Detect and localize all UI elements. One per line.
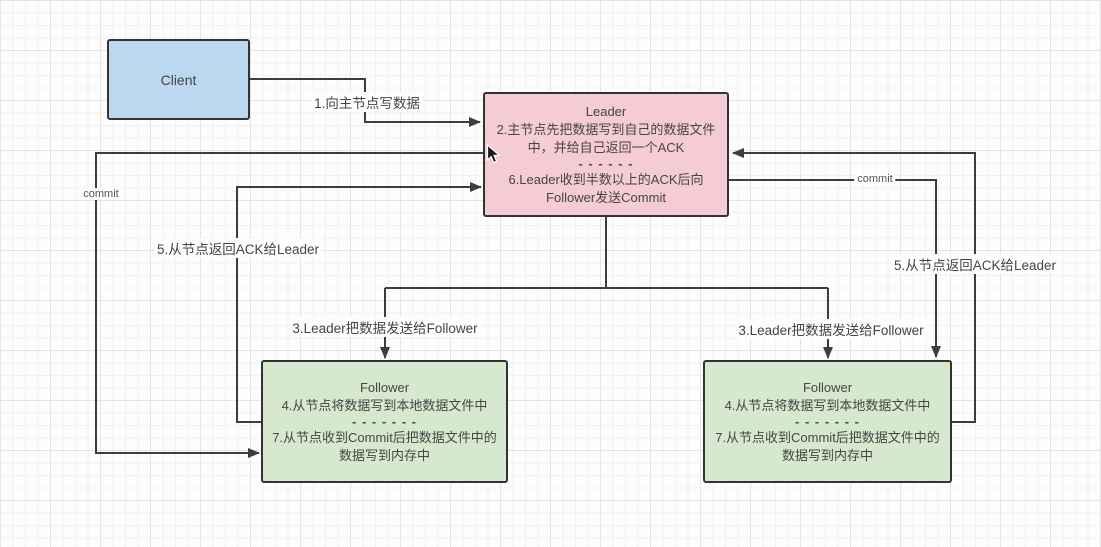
edge-leader-stem[interactable] (385, 217, 828, 289)
follower-right-separator: - - - - - - - (795, 413, 860, 429)
leader-title: Leader (585, 103, 627, 119)
edge-label-send-right[interactable]: 3.Leader把数据发送给Follower (735, 319, 927, 339)
follower-left-separator: - - - - - - - (352, 413, 417, 429)
edge-commit-left[interactable] (95, 152, 483, 458)
edge-ack-left[interactable] (236, 182, 482, 423)
edge-label-ack-right[interactable]: 5.从节点返回ACK给Leader (890, 254, 1060, 274)
follower-right-step4: 4.从节点将数据写到本地数据文件中 (724, 397, 931, 413)
edge-commit-right[interactable] (729, 179, 941, 358)
follower-right-title: Follower (802, 379, 853, 395)
leader-step6: 6.Leader收到半数以上的ACK后向Follower发送Commit (508, 171, 704, 205)
follower-left-step4: 4.从节点将数据写到本地数据文件中 (281, 397, 488, 413)
follower-left-title: Follower (359, 379, 410, 395)
edge-label-write[interactable]: 1.向主节点写数据 (311, 92, 423, 112)
edge-ack-right[interactable] (732, 148, 976, 423)
edge-label-commit-right[interactable]: commit (854, 173, 896, 185)
node-follower-right[interactable]: Follower 4.从节点将数据写到本地数据文件中 - - - - - - -… (703, 360, 952, 483)
mouse-cursor-icon (486, 143, 502, 171)
leader-separator: - - - - - - (578, 155, 634, 171)
follower-left-step7: 7.从节点收到Commit后把数据文件中的数据写到内存中 (272, 429, 497, 463)
node-client[interactable]: Client (107, 39, 250, 120)
edge-label-send-left[interactable]: 3.Leader把数据发送给Follower (289, 317, 481, 337)
node-leader[interactable]: Leader 2.主节点先把数据写到自己的数据文件中，并给自己返回一个ACK -… (483, 92, 729, 217)
follower-right-step7: 7.从节点收到Commit后把数据文件中的数据写到内存中 (715, 429, 940, 463)
leader-step2: 2.主节点先把数据写到自己的数据文件中，并给自己返回一个ACK (496, 121, 716, 155)
edge-label-ack-left[interactable]: 5.从节点返回ACK给Leader (153, 238, 323, 258)
edge-label-commit-left[interactable]: commit (80, 188, 122, 200)
client-label: Client (160, 71, 197, 88)
node-follower-left[interactable]: Follower 4.从节点将数据写到本地数据文件中 - - - - - - -… (261, 360, 508, 483)
